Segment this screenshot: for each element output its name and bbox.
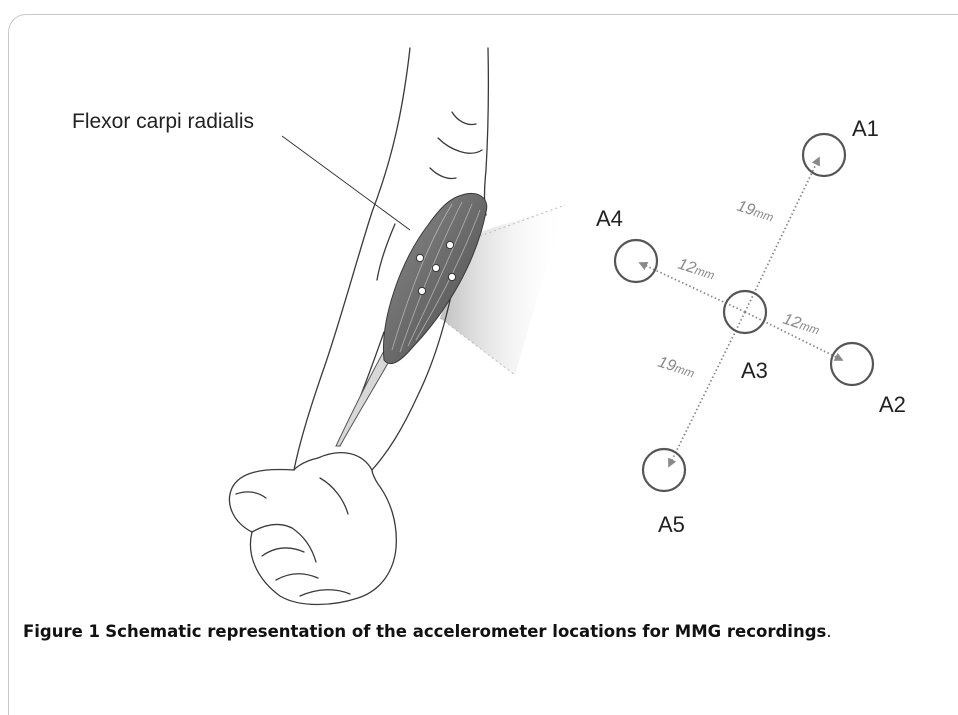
sensor-a5-circle: [643, 449, 685, 491]
muscle-leader-line: [282, 136, 410, 230]
sensor-a4-circle: [615, 240, 657, 282]
sensor-layout: A1 A4 A3 A2 A5 19mm 12mm 12mm 19mm: [596, 116, 906, 537]
sensor-a1-circle: [803, 134, 845, 176]
figure-caption: Figure 1 Schematic representation of the…: [23, 622, 832, 641]
sensor-a1-label: A1: [852, 116, 879, 141]
sensor-a2-circle: [831, 343, 873, 385]
muscle-label: Flexor carpi radialis: [72, 110, 254, 133]
caption-text: Schematic representation of the accelero…: [105, 622, 826, 641]
distance-label-a1: 19mm: [735, 198, 776, 226]
sensor-a4-label: A4: [596, 206, 623, 231]
distance-label-a5: 19mm: [656, 354, 697, 382]
figure-illustration: Flexor carpi radialis A1 A4 A3 A2 A5 19m…: [0, 0, 958, 679]
sensor-a2-label: A2: [879, 392, 906, 417]
forearm-drawing: [229, 48, 488, 605]
distance-label-a4: 12mm: [676, 256, 717, 284]
distance-label-a2: 12mm: [781, 311, 822, 339]
caption-period: .: [826, 622, 831, 641]
sensor-a5-label: A5: [658, 512, 685, 537]
sensor-a3-label: A3: [741, 358, 768, 383]
figure-number: Figure 1: [23, 622, 100, 641]
